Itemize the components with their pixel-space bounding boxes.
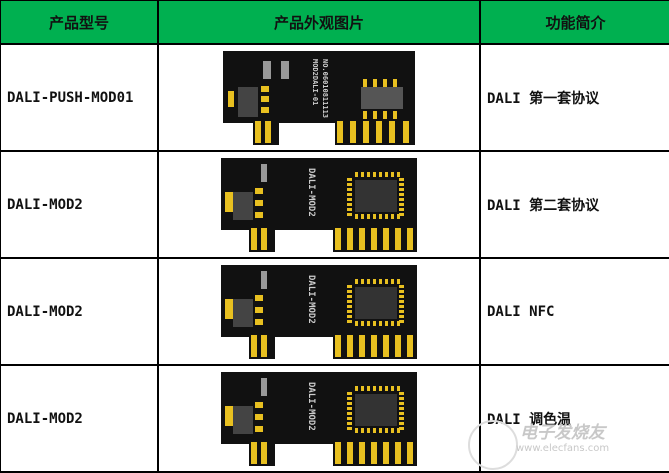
header-image: 产品外观图片: [157, 0, 481, 45]
image-cell: DALI-MOD2: [157, 364, 481, 473]
table-row: DALI-MOD2 DALI-MOD2 DALI 第二套协议: [0, 150, 669, 259]
watermark-logo-icon: [468, 420, 518, 470]
pcb-image: NO.06010811113 MOD2DALI-01: [223, 50, 415, 145]
model-cell: DALI-MOD2: [0, 364, 159, 473]
function-cell: DALI 第一套协议: [479, 43, 669, 152]
model-cell: DALI-MOD2: [0, 150, 159, 259]
pcb-image: DALI-MOD2: [221, 157, 417, 252]
silkscreen-text: MOD2DALI-01: [311, 59, 319, 105]
silkscreen-text: NO.06010811113: [321, 59, 329, 118]
silkscreen-text: DALI-MOD2: [306, 382, 316, 431]
table-row: DALI-MOD2 DALI-MOD2 DALI 调色温: [0, 364, 669, 473]
image-cell: DALI-MOD2: [157, 150, 481, 259]
model-cell: DALI-PUSH-MOD01: [0, 43, 159, 152]
pcb-image: DALI-MOD2: [221, 371, 417, 466]
watermark-url: www.elecfans.com: [516, 443, 610, 454]
image-cell: DALI-MOD2: [157, 257, 481, 366]
function-cell: DALI NFC: [479, 257, 669, 366]
function-cell: DALI 第二套协议: [479, 150, 669, 259]
silkscreen-text: DALI-MOD2: [306, 275, 316, 324]
model-cell: DALI-MOD2: [0, 257, 159, 366]
header-row: 产品型号 产品外观图片 功能简介: [0, 0, 669, 45]
pcb-image: DALI-MOD2: [221, 264, 417, 359]
header-model: 产品型号: [0, 0, 159, 45]
header-function: 功能简介: [479, 0, 669, 45]
watermark: 电子发烧友 www.elecfans.com: [516, 418, 609, 454]
silkscreen-text: DALI-MOD2: [306, 168, 316, 217]
table-row: DALI-MOD2 DALI-MOD2 DALI NFC: [0, 257, 669, 366]
watermark-logo: 电子发烧友: [520, 423, 605, 443]
table-row: DALI-PUSH-MOD01 NO.06010811113 MOD2DALI-…: [0, 43, 669, 152]
image-cell: NO.06010811113 MOD2DALI-01: [157, 43, 481, 152]
